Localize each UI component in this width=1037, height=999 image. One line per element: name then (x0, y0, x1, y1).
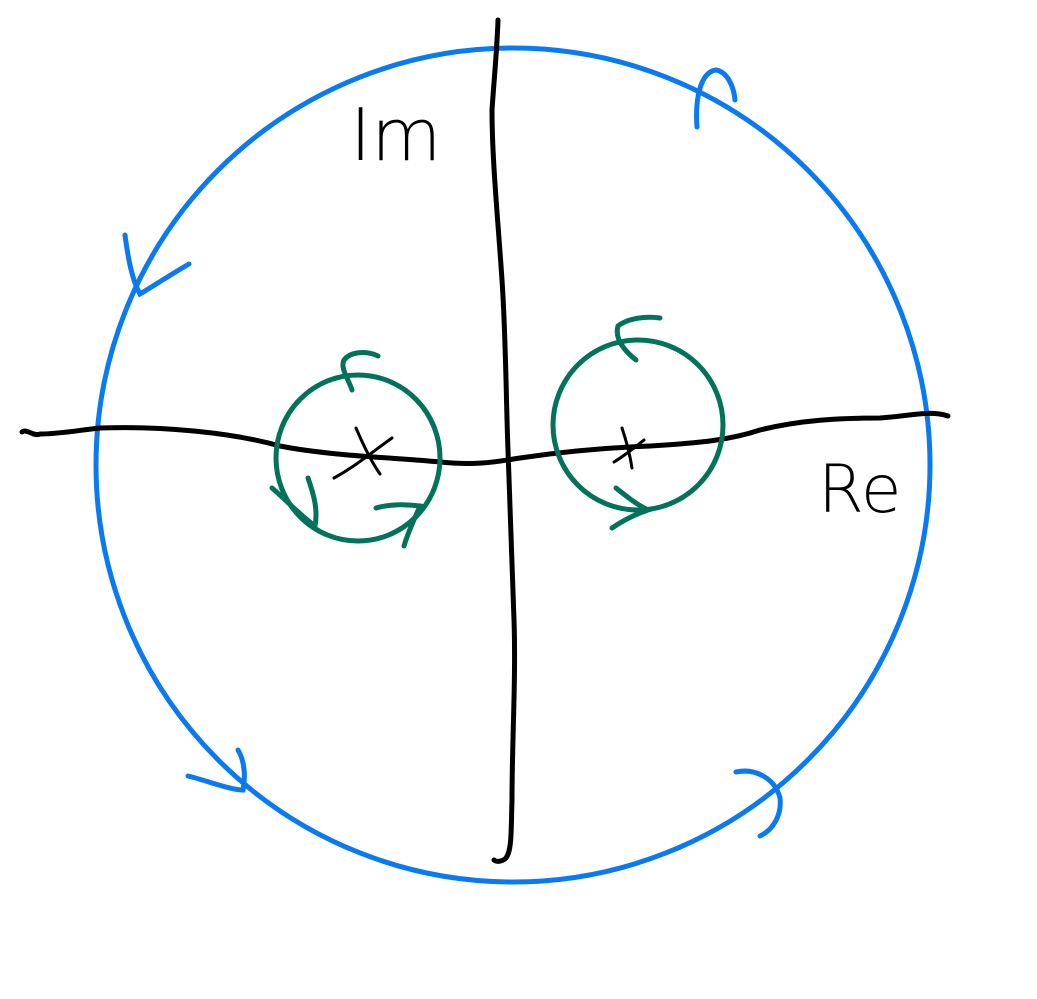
inner-right-arrow-bottom-icon (609, 485, 655, 531)
real-axis (19, 410, 951, 466)
outer-arrow-bottom-right-icon (733, 768, 783, 839)
outer-arrow-bottom-left-icon (185, 747, 247, 793)
inner-left-arrow-bottom-left-icon (269, 475, 319, 531)
outer-arrow-left-icon (122, 232, 192, 298)
outer-contour-circle (93, 45, 933, 885)
real-axis-label: Re (818, 451, 902, 528)
inner-right-arrow-top-icon (614, 314, 663, 363)
imaginary-axis-label: Im (350, 93, 441, 177)
inner-contour-right (550, 337, 726, 513)
pole-right-x-mark-icon (612, 426, 646, 470)
imaginary-axis (489, 17, 518, 864)
inner-left-arrow-top-icon (340, 350, 381, 393)
inner-contour-left (273, 372, 443, 544)
pole-left-x-mark-icon (332, 426, 394, 480)
inner-left-arrow-bottom-right-icon (373, 502, 424, 549)
outer-arrow-top-right-icon (694, 67, 738, 130)
